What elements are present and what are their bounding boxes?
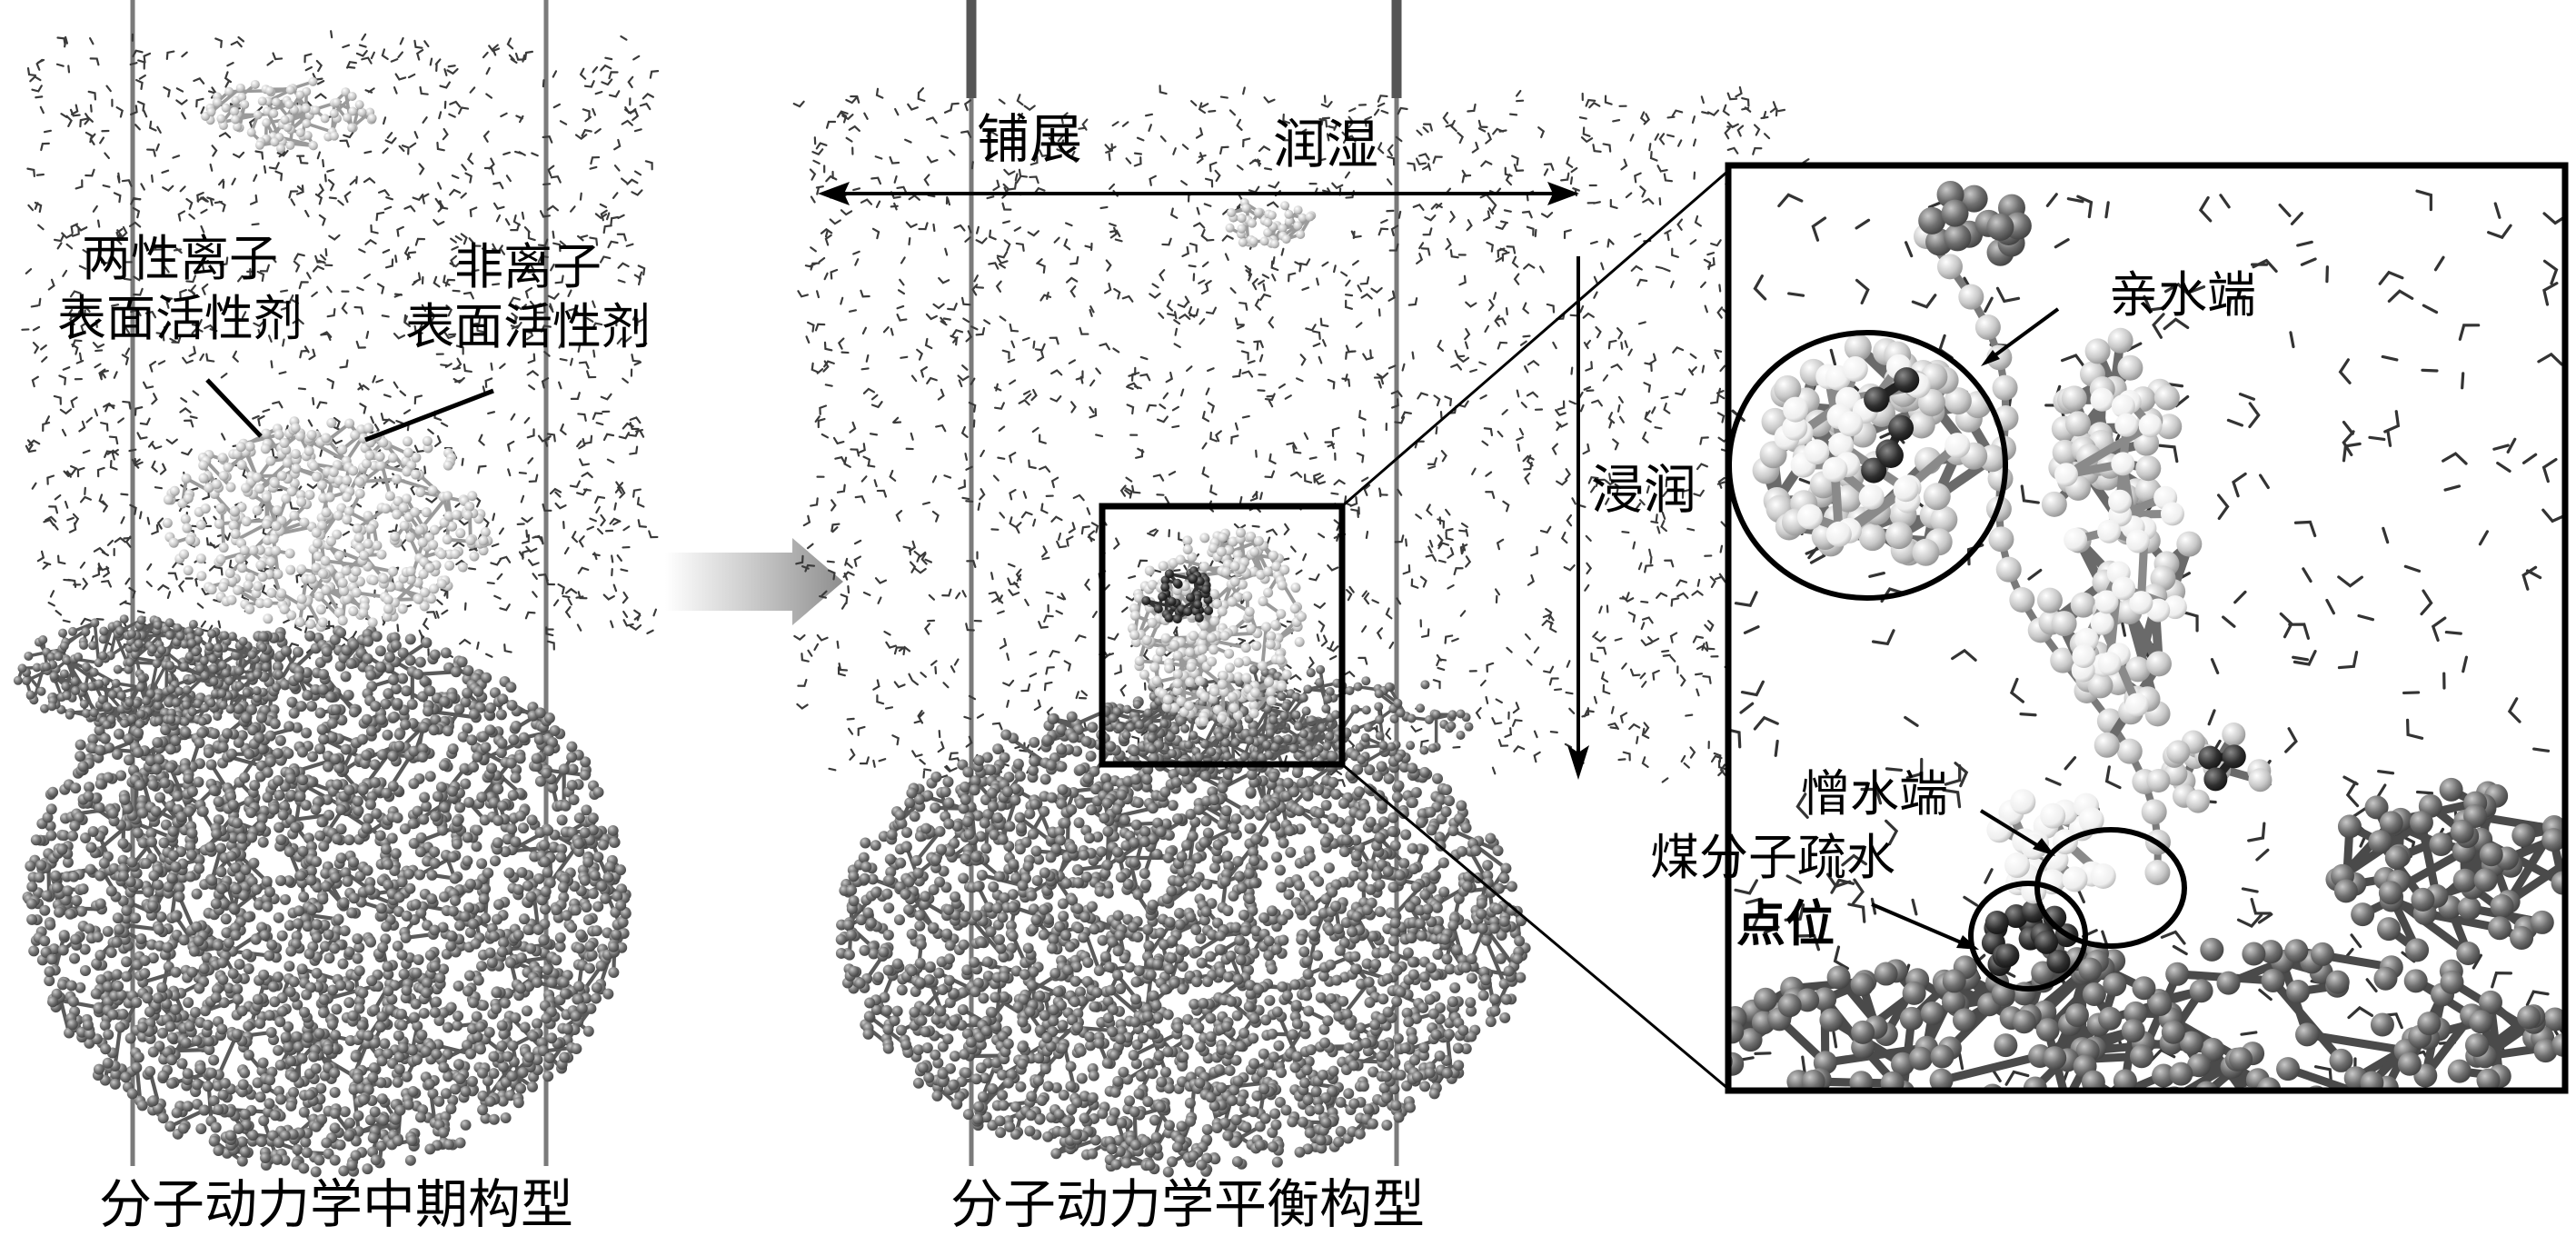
coal-matrix-middle xyxy=(835,664,1531,1178)
left-panel: 两性离子 表面活性剂 非离子 表面活性剂 分子动力学中期构型 xyxy=(13,0,660,1235)
zoom-connector-bottom xyxy=(1341,763,1729,1091)
zwitterionic-leader-line xyxy=(205,378,263,438)
right-arrow-icon xyxy=(665,538,843,625)
surfactant-adsorbed-middle xyxy=(1127,527,1307,727)
down-arrow-icon xyxy=(1567,256,1589,780)
zoom-connector-top xyxy=(1341,169,1729,508)
coal-site-label: 煤分子疏水 xyxy=(1650,829,1895,886)
zoom-panel-frame xyxy=(1725,162,2569,1094)
hydrophobic-end-label: 憎水端 xyxy=(1801,765,1948,822)
spreading-label: 铺展 xyxy=(977,108,1082,170)
coal-site-leader xyxy=(1871,902,1968,947)
coal-site-circle xyxy=(1968,881,2088,992)
zoom-panel: 亲水端 憎水端 煤分子疏水 点位 xyxy=(1650,162,2569,1094)
right-caption: 分子动力学平衡构型 xyxy=(950,1173,1425,1235)
coal-matrix-left xyxy=(13,614,632,1178)
nonionic-surfactant-label-line2: 表面活性剂 xyxy=(405,298,651,355)
wetting-label: 润湿 xyxy=(1273,114,1378,175)
hydrophilic-end-circle xyxy=(1726,330,2008,601)
zoom-selection-box xyxy=(1099,503,1346,768)
hydrophobic-end-circle xyxy=(2034,827,2187,949)
nonionic-leader-line xyxy=(364,388,494,443)
zwitterionic-surfactant-label-line2: 表面活性剂 xyxy=(57,290,303,347)
surfactant-cluster-middle-left xyxy=(162,416,493,633)
hydrophilic-end-label: 亲水端 xyxy=(2109,266,2256,324)
water-molecules-middle xyxy=(792,85,1820,788)
nonionic-surfactant-label: 非离子 xyxy=(454,238,602,295)
zwitterionic-surfactant-label: 两性离子 xyxy=(82,230,278,287)
coal-site-label-line2: 点位 xyxy=(1736,895,1835,952)
middle-panel: 铺展 润湿 浸润 分子动力学平衡构型 xyxy=(792,0,1820,1235)
hydrophobic-leader xyxy=(1979,809,2046,852)
immersion-label: 浸润 xyxy=(1591,459,1696,521)
surfactant-molecule-zoom xyxy=(1752,180,2273,904)
surfactant-cluster-top-left xyxy=(201,76,377,154)
double-headed-arrow-icon xyxy=(818,182,1579,205)
surfactant-cluster-top-middle xyxy=(1225,197,1317,249)
left-caption: 分子动力学中期构型 xyxy=(99,1173,573,1235)
hydrophilic-leader xyxy=(1984,307,2060,364)
